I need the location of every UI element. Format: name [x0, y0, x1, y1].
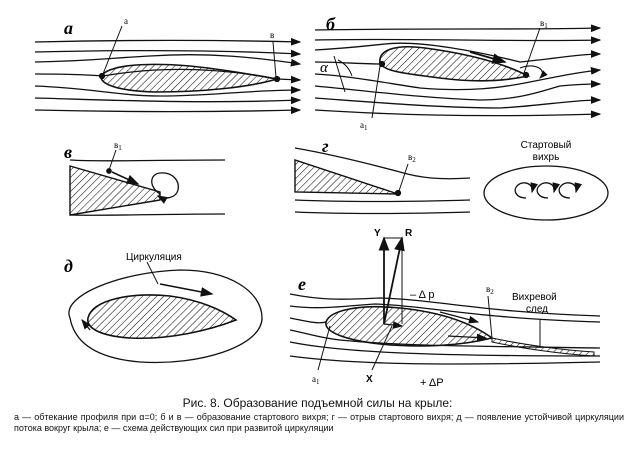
streamline: [314, 36, 602, 45]
streamline: [314, 96, 602, 109]
high-pressure-label: + ΔP: [420, 377, 444, 389]
panel-e: [289, 236, 601, 371]
streamline: [34, 96, 302, 105]
alpha-label: α: [320, 60, 329, 76]
streamline: [34, 49, 302, 58]
streamline: [289, 341, 601, 357]
starting-vortex-label-1: Стартовый: [521, 140, 572, 151]
starting-vortex-label-2: вихрь: [533, 152, 560, 163]
point-a1-label-e: а1: [312, 374, 320, 386]
streamline: [69, 159, 226, 162]
panel-d: [68, 261, 263, 364]
streamline: [34, 54, 302, 67]
low-pressure-label: – Δ p: [410, 289, 434, 301]
panel-v: [69, 149, 226, 216]
panel-b-letter: б: [326, 14, 336, 34]
panel-a-letter: а: [64, 18, 73, 38]
streamline: [314, 42, 602, 63]
point-a-label: а: [124, 16, 128, 26]
panel-g-letter: г: [322, 136, 329, 156]
streamline: [34, 37, 302, 46]
starting-vortex-curl: [151, 172, 179, 204]
panel-a: [34, 25, 302, 115]
streamline: [314, 80, 602, 101]
streamline: [289, 293, 601, 317]
streamline: [294, 147, 471, 180]
streamline: [289, 303, 601, 323]
resultant-force-label: R: [405, 228, 413, 239]
streamline: [314, 109, 602, 119]
drag-force-label: X: [366, 374, 373, 385]
streamline: [69, 213, 226, 216]
lift-force-label: Y: [374, 228, 381, 239]
streamline: [289, 355, 601, 365]
panel-e-letter: е: [298, 274, 306, 294]
panel-v-letter: в: [64, 142, 72, 162]
streamline: [289, 317, 327, 324]
streamline: [34, 106, 302, 115]
wake-label-1: Вихревой: [512, 292, 557, 303]
airfoil: [87, 294, 238, 340]
point-b2-label-e: в2: [486, 284, 494, 296]
streamline: [314, 61, 381, 65]
point-b-label: в: [270, 30, 274, 40]
circulation-loop: [68, 269, 263, 364]
streamline: [294, 199, 471, 203]
wake-label-2: след: [526, 304, 548, 315]
streamline: [294, 211, 471, 215]
vortex-wake: [491, 337, 595, 357]
streamline: [314, 24, 602, 33]
caption-body: а — обтекание профиля при α=0; б и в — о…: [14, 412, 624, 433]
point-a1-label: а1: [360, 120, 368, 132]
airfoil: [100, 63, 278, 93]
panel-d-letter: д: [64, 256, 73, 276]
tail-surface: [294, 159, 399, 195]
point-b2-label-g: в2: [408, 152, 416, 164]
starting-vortex: [483, 165, 609, 221]
streamline: [314, 67, 602, 91]
airfoil: [379, 46, 531, 82]
point-b1-label: в1: [540, 18, 548, 30]
point-b1-label-v: в1: [114, 140, 122, 152]
panel-b: [314, 24, 602, 119]
circulation-label: Циркуляция: [126, 252, 182, 263]
caption-title: Рис. 8. Образование подъемной силы на кр…: [182, 396, 453, 410]
panel-g: [294, 147, 471, 215]
streamline: [34, 85, 302, 97]
